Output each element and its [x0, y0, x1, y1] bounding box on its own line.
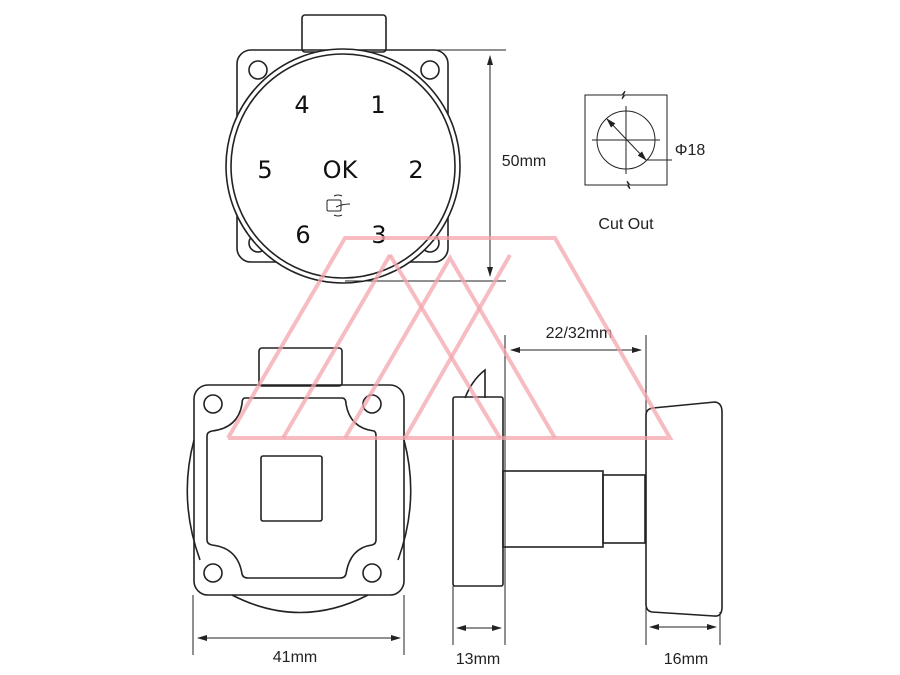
cut-out-title: Cut Out	[598, 216, 654, 233]
inner-housing	[206, 397, 377, 579]
watermark-logo	[226, 236, 674, 440]
height-label: 50mm	[502, 153, 546, 170]
key-2: 2	[408, 156, 423, 184]
key-4: 4	[294, 91, 309, 119]
door-thickness-label: 22/32mm	[546, 325, 613, 342]
back-view: 41mm	[186, 347, 412, 666]
latch-tab	[301, 14, 387, 53]
lock-shaft	[602, 474, 646, 544]
thickness-label: 13mm	[456, 651, 500, 668]
key-3: 3	[371, 221, 386, 249]
knob-label: 16mm	[664, 651, 708, 668]
lock-flange	[452, 396, 504, 587]
keypad-inner-ring	[230, 53, 456, 279]
square-drive	[260, 455, 323, 522]
nfc-card-icon	[326, 194, 351, 217]
key-5: 5	[257, 156, 272, 184]
width-label: 41mm	[273, 649, 317, 666]
keypad-outer-ring	[225, 48, 461, 284]
back-plate	[193, 384, 405, 596]
key-6: 6	[295, 221, 310, 249]
front-view: 4 1 5 OK 2 6 3 50mm	[225, 14, 546, 284]
key-1: 1	[370, 91, 385, 119]
latch-tab-back	[258, 347, 343, 387]
knob	[645, 401, 723, 617]
diameter-label: Φ18	[675, 142, 706, 159]
side-view: 13mm 22/32mm 16mm	[452, 325, 723, 668]
latch-bolt	[464, 368, 486, 399]
lock-body	[502, 470, 604, 548]
key-ok: OK	[323, 156, 359, 184]
cut-out-view: Φ18 Cut Out	[584, 90, 706, 233]
